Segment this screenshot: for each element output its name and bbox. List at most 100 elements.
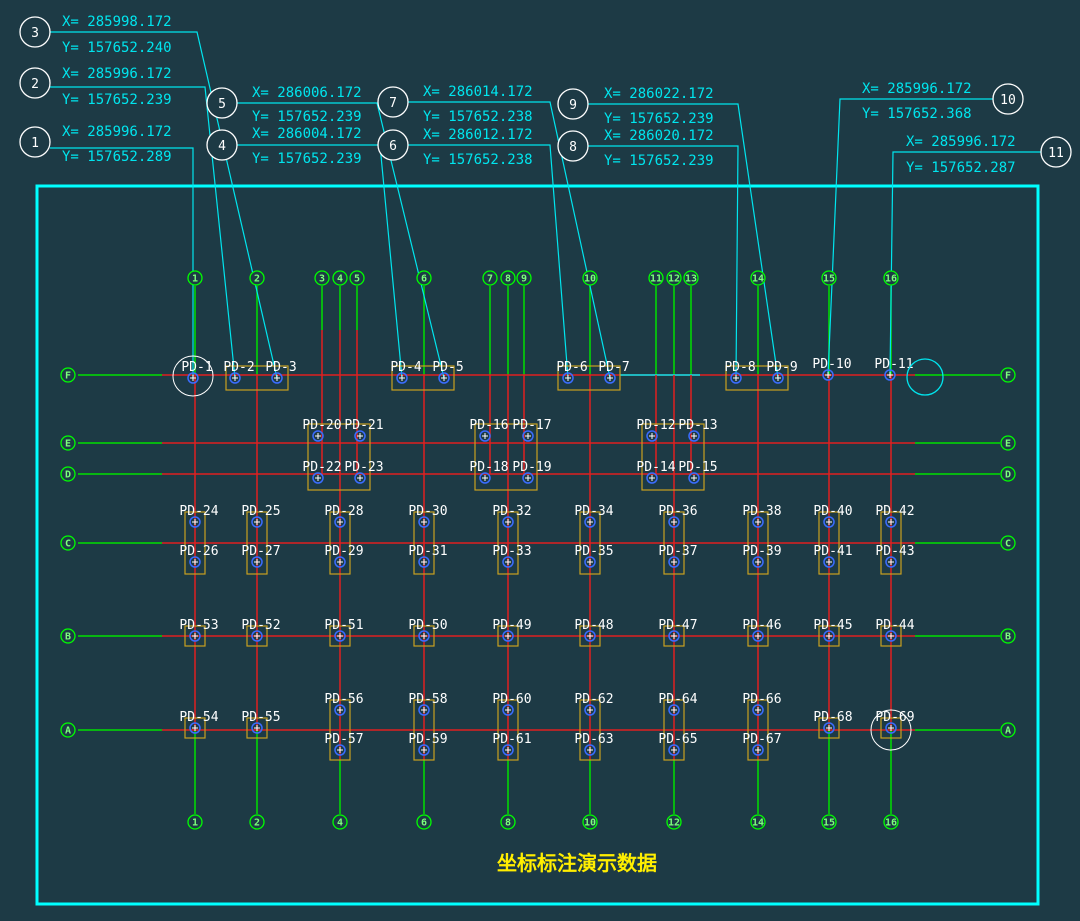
callout-number: 1 [31, 136, 39, 151]
column-bubble-top-6-label: 6 [421, 274, 427, 285]
pile-pd-54: PD-54 [179, 710, 219, 734]
pile-pd-16: PD-16 [469, 418, 509, 442]
pile-cap [413, 511, 435, 575]
column-bubble-top-9: 9 [516, 270, 532, 286]
callout-leader-line [588, 145, 739, 379]
pile-pd-1: PD-1 [181, 360, 213, 384]
column-bubble-top-10-circle [582, 270, 598, 286]
column-bubble-top-11-label: 11 [650, 274, 662, 285]
row-bubble-left-F: F [60, 367, 76, 383]
row-bubble-left-B: B [60, 628, 76, 644]
pile-label: PD-24 [179, 504, 218, 519]
pile-label: PD-63 [574, 732, 613, 747]
column-bubble-top-12-circle [666, 270, 682, 286]
row-bubble-left-E-label: E [65, 439, 71, 450]
column-bubble-top-8: 8 [500, 270, 516, 286]
pile-cap [880, 625, 902, 647]
column-bubble-bottom-14-circle [750, 814, 766, 830]
column-bubble-top-2-label: 2 [254, 274, 260, 285]
pile-marker [354, 472, 366, 484]
callout-y-coordinate: Y= 157652.289 [62, 149, 172, 165]
callout-number: 8 [569, 140, 577, 155]
pile-pd-19: PD-19 [512, 460, 552, 484]
column-bubble-top-13: 13 [683, 270, 699, 286]
pile-marker [418, 516, 430, 528]
pile-cap [663, 625, 685, 647]
column-bubble-bottom-15: 15 [821, 814, 837, 830]
column-bubble-top-8-label: 8 [505, 274, 511, 285]
pile-marker [189, 556, 201, 568]
callout-number-circle [19, 67, 51, 99]
pile-pd-25: PD-25 [241, 504, 281, 528]
pile-marker [334, 704, 346, 716]
column-bubble-bottom-14-label: 14 [752, 818, 764, 829]
pile-marker [189, 516, 201, 528]
pile-label: PD-55 [241, 710, 280, 725]
callout-number: 3 [31, 26, 39, 41]
pile-label: PD-9 [766, 360, 797, 375]
row-bubble-right-E: E [1000, 435, 1016, 451]
pile-label: PD-64 [658, 692, 697, 707]
column-bubble-top-3-circle [314, 270, 330, 286]
pile-pd-33: PD-33 [492, 544, 532, 568]
callout-x-coordinate: X= 286004.172 [252, 126, 362, 142]
pile-marker [823, 722, 835, 734]
callout-y-coordinate: Y= 157652.287 [906, 160, 1016, 176]
row-bubble-left-F-circle [60, 367, 76, 383]
pile-pd-36: PD-36 [658, 504, 698, 528]
pile-label: PD-58 [408, 692, 447, 707]
callout-number: 4 [218, 139, 226, 154]
callout-number-circle [377, 129, 409, 161]
column-bubble-top-7: 7 [482, 270, 498, 286]
callout-number-circle [557, 88, 589, 120]
pile-label: PD-52 [241, 618, 280, 633]
callout-leader-line [588, 103, 779, 379]
pile-cap [641, 423, 705, 491]
pile-label: PD-19 [512, 460, 551, 475]
pile-cap [747, 511, 769, 575]
pile-label: PD-12 [636, 418, 675, 433]
pile-marker [584, 516, 596, 528]
column-bubble-top-6: 6 [416, 270, 432, 286]
pile-marker [479, 430, 491, 442]
callout-y-coordinate: Y= 157652.238 [423, 109, 533, 125]
pile-pd-27: PD-27 [241, 544, 281, 568]
pile-cap [329, 625, 351, 647]
pile-label: PD-49 [492, 618, 531, 633]
pile-label: PD-69 [875, 710, 914, 725]
pile-pd-3: PD-3 [265, 360, 297, 384]
pile-marker [668, 704, 680, 716]
axis-lines [78, 286, 1000, 814]
pile-label: PD-29 [324, 544, 363, 559]
row-bubble-left-C: C [60, 535, 76, 551]
column-bubble-top-5-circle [349, 270, 365, 286]
pile-pd-2: PD-2 [223, 360, 255, 384]
pile-pd-17: PD-17 [512, 418, 552, 442]
row-bubble-left-C-circle [60, 535, 76, 551]
pile-label: PD-66 [742, 692, 781, 707]
pile-pd-40: PD-40 [813, 504, 853, 528]
pile-pd-21: PD-21 [344, 418, 384, 442]
callout-x-coordinate: X= 286020.172 [604, 128, 714, 144]
pile-label: PD-16 [469, 418, 508, 433]
pile-label: PD-60 [492, 692, 531, 707]
column-bubble-top-3-label: 3 [319, 274, 325, 285]
row-bubble-right-C: C [1000, 535, 1016, 551]
row-bubble-right-B-circle [1000, 628, 1016, 644]
pile-marker [646, 430, 658, 442]
pile-cap [818, 717, 840, 739]
row-bubble-left-B-label: B [65, 632, 71, 643]
pile-pd-26: PD-26 [179, 544, 219, 568]
pile-label: PD-47 [658, 618, 697, 633]
row-bubble-right-B: B [1000, 628, 1016, 644]
drawing-title: 坐标标注演示数据 [497, 851, 657, 875]
column-bubble-bottom-4: 4 [332, 814, 348, 830]
row-bubble-left-C-label: C [65, 539, 71, 550]
column-bubble-bottom-14: 14 [750, 814, 766, 830]
pile-pd-32: PD-32 [492, 504, 532, 528]
